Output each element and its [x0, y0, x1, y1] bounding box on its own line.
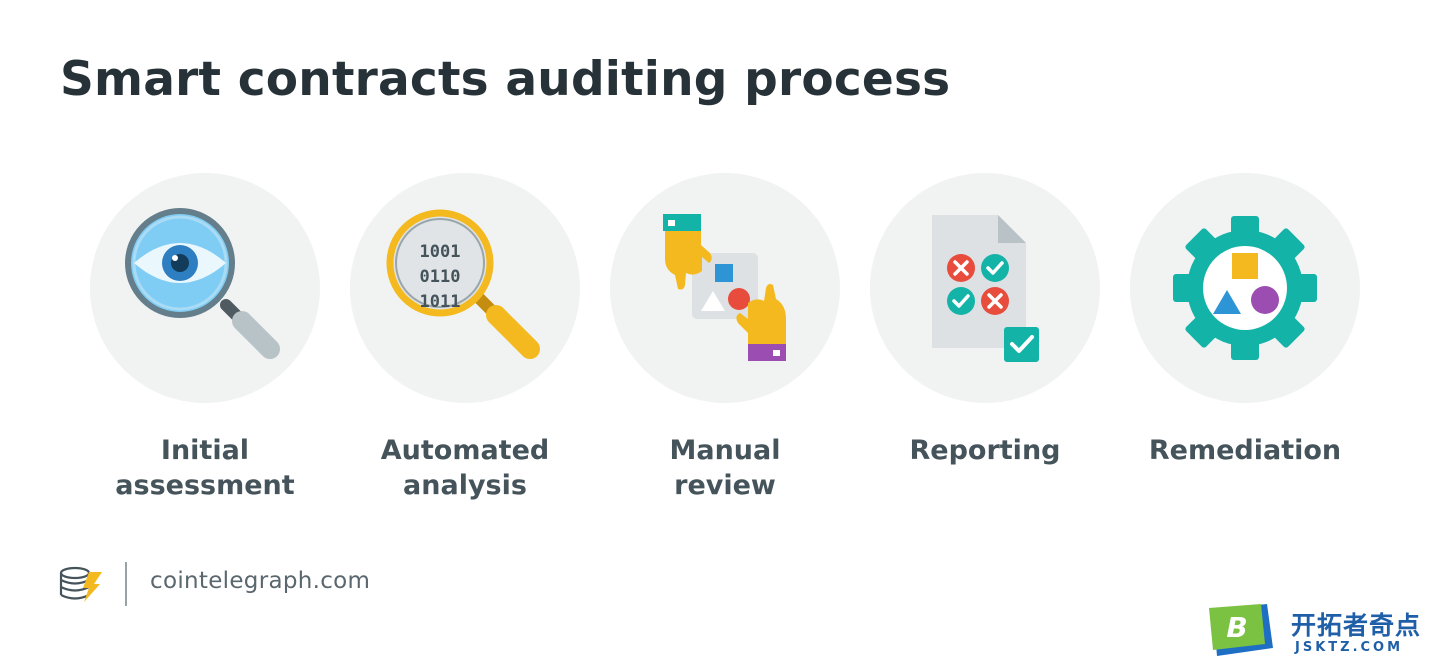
report-document-icon — [932, 215, 1039, 362]
watermark-subtitle: JSKTZ.COM — [1295, 640, 1404, 655]
watermark: B 开拓者奇点 JSKTZ.COM — [1207, 604, 1443, 662]
footer-site-link[interactable]: cointelegraph.com — [150, 568, 371, 594]
footer: cointelegraph.com — [58, 562, 458, 606]
step-label: Automated analysis — [380, 435, 550, 501]
watermark-badge-icon: B — [1209, 604, 1273, 656]
step-label: Initial assessment — [115, 435, 295, 501]
eye-magnifier-icon — [125, 208, 280, 359]
step-icon-circle: 1001 0110 1011 — [350, 173, 580, 403]
step-icon-circle — [1130, 173, 1360, 403]
gear-shapes-icon — [1173, 216, 1317, 360]
binary-row: 1001 — [420, 242, 461, 262]
step-icon-circle — [610, 173, 840, 403]
binary-row: 1011 — [420, 292, 461, 312]
step-icon-circle — [90, 173, 320, 403]
footer-divider — [125, 562, 127, 606]
cointelegraph-logo-icon — [59, 566, 102, 602]
hands-shapes-icon — [663, 214, 786, 361]
step-icon-circle — [870, 173, 1100, 403]
page-title: Smart contracts auditing process — [60, 52, 951, 107]
watermark-title: 开拓者奇点 — [1291, 611, 1422, 640]
binary-magnifier-icon: 1001 0110 1011 — [386, 209, 540, 359]
watermark-badge-letter: B — [1226, 611, 1247, 644]
step-label: Reporting — [909, 435, 1061, 466]
step-label: Manual review — [669, 435, 781, 501]
binary-row: 0110 — [420, 267, 461, 287]
process-steps: Initial assessment 1001 0110 1011 Automa… — [90, 173, 1360, 501]
step-label: Remediation — [1148, 435, 1342, 466]
